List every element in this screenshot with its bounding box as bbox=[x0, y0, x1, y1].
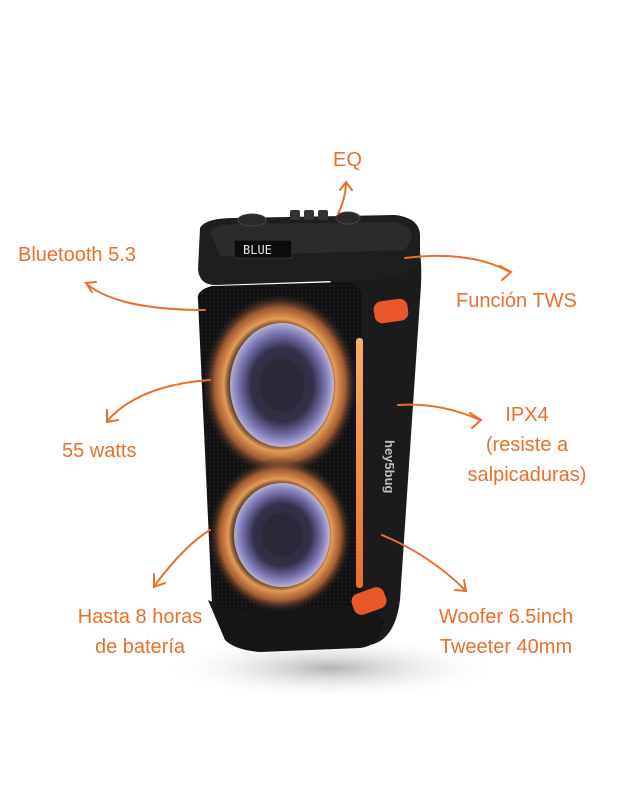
label-bluetooth: Bluetooth 5.3 bbox=[18, 244, 136, 266]
arrow-bluetooth bbox=[87, 284, 206, 311]
brand-text: hey5bug bbox=[382, 440, 397, 494]
label-watts: 55 watts bbox=[62, 440, 137, 462]
floor-shadow bbox=[160, 636, 500, 700]
label-ipx: IPX4 (resiste a salpicaduras) bbox=[452, 400, 602, 490]
label-tws: Función TWS bbox=[456, 290, 577, 312]
arrow-ipx bbox=[397, 403, 481, 421]
arrow-watts bbox=[107, 379, 211, 421]
label-tweeter: Tweeter 40mm bbox=[439, 636, 573, 658]
display-text: BLUE bbox=[243, 243, 272, 257]
top-knobs bbox=[237, 210, 361, 227]
led-strip bbox=[356, 338, 363, 588]
arrow-eq bbox=[337, 183, 347, 215]
label-ipx-line1: IPX4 bbox=[505, 404, 549, 426]
arrow-woofer bbox=[381, 534, 466, 591]
label-battery: Hasta 8 horas de batería bbox=[60, 602, 220, 662]
lower-woofer bbox=[208, 457, 352, 613]
label-ipx-line2: (resiste a bbox=[485, 434, 569, 456]
label-battery-line1: Hasta 8 horas bbox=[77, 606, 203, 628]
label-ipx-line3: salpicaduras) bbox=[467, 464, 587, 486]
arrow-battery bbox=[154, 529, 211, 586]
top-handle bbox=[373, 298, 409, 324]
callout-arrows bbox=[84, 180, 513, 593]
lcd-display: BLUE bbox=[233, 239, 293, 259]
label-eq: EQ bbox=[333, 149, 362, 171]
label-battery-line2: de batería bbox=[94, 636, 186, 658]
label-drivers: Woofer 6.5inch Tweeter 40mm bbox=[418, 602, 594, 662]
upper-woofer bbox=[202, 293, 358, 477]
label-woofer: Woofer 6.5inch bbox=[438, 606, 574, 628]
bottom-handle bbox=[351, 587, 387, 615]
